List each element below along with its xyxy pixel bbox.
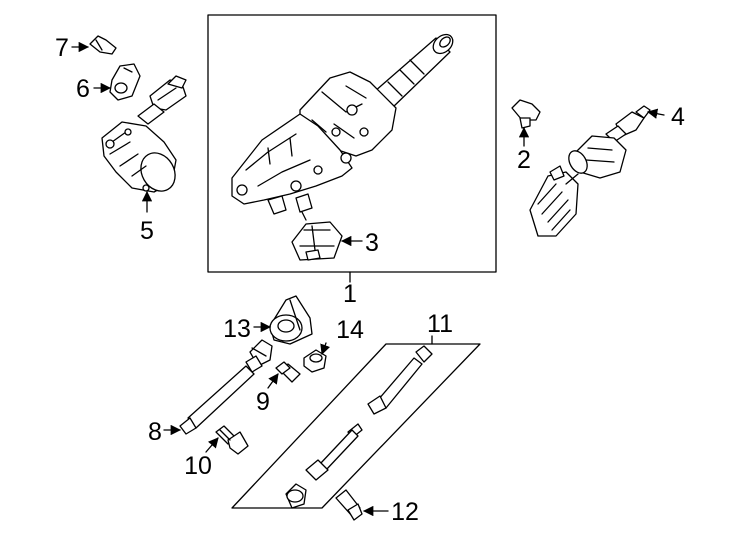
part-8-shaft — [179, 339, 273, 435]
callout-9: 9 — [256, 388, 270, 416]
callout-1: 1 — [343, 280, 357, 308]
callout-14: 14 — [336, 316, 364, 344]
part-10-bolt — [215, 425, 249, 455]
callout-8: 8 — [148, 418, 162, 446]
part-2-bolt — [511, 99, 541, 129]
leader-14 — [320, 342, 331, 355]
part-4-motor — [529, 105, 651, 237]
callout-6: 6 — [76, 75, 90, 103]
part-5-motor — [101, 75, 187, 193]
leader-9 — [267, 373, 279, 389]
callout-11: 11 — [427, 310, 453, 338]
leader-4 — [646, 108, 665, 119]
part-6-clip — [109, 63, 141, 101]
callout-5: 5 — [140, 217, 154, 245]
steering-column — [231, 33, 454, 221]
callout-12: 12 — [391, 498, 419, 526]
part-9-bolt — [275, 361, 301, 383]
callout-13: 13 — [223, 315, 251, 343]
callout-3: 3 — [365, 229, 379, 257]
callout-4: 4 — [671, 103, 685, 131]
callout-7: 7 — [55, 34, 69, 62]
leader-10 — [205, 437, 219, 453]
part-12-bolt — [335, 489, 363, 521]
part-14-grommet — [303, 349, 327, 373]
assembly-frame — [207, 14, 497, 273]
part-13-boot — [269, 295, 313, 345]
callout-2: 2 — [517, 146, 531, 174]
callout-10: 10 — [184, 452, 212, 480]
part-11-kit — [231, 335, 481, 509]
part-7-pin — [89, 35, 117, 55]
part-3-module — [291, 221, 343, 261]
